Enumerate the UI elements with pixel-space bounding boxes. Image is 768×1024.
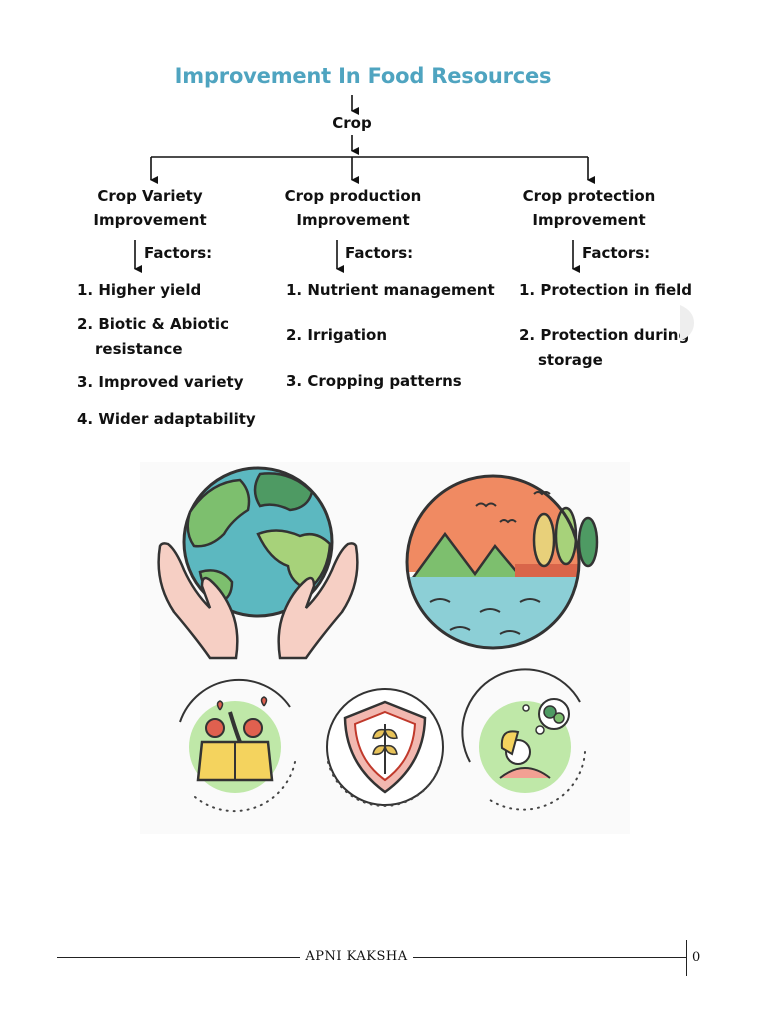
footer-rule-left [57,957,300,958]
branch-3-heading: Crop protection Improvement [508,184,670,232]
branch-2-heading-line-2: Improvement [296,211,410,229]
branch-1-item-2-cont: resistance [95,340,183,358]
branch-1-heading-line-2: Improvement [93,211,207,229]
root-node-crop: Crop [332,114,372,132]
branch-2-heading: Crop production Improvement [272,184,434,232]
branch-3-item-1: 1. Protection in field [519,281,693,299]
page-edge-tab [680,305,694,341]
footer-brand: APNI KAKSHA [305,949,408,964]
branch-1-item-2: 2. Biotic & Abiotic [77,315,229,333]
branch-1-item-4: 4. Wider adaptability [77,410,256,428]
branch-2-item-3: 3. Cropping patterns [286,372,462,390]
branch-1-heading: Crop Variety Improvement [80,184,220,232]
branch-3-heading-line-2: Improvement [532,211,646,229]
branch-2-factors-label: Factors: [345,244,414,262]
person-thinking-icon [461,668,586,811]
branch-3-item-2: 2. Protection during [519,326,690,344]
page-title: Improvement In Food Resources [174,64,552,88]
branch-3-factors-label: Factors: [582,244,651,262]
branch-1-item-3: 3. Improved variety [77,373,244,391]
branch-1-heading-line-1: Crop Variety [97,187,203,205]
branch-1-factors-label: Factors: [144,244,213,262]
page-number: 0 [692,950,701,965]
illustration-panel [140,462,630,834]
branch-2-item-1: 1. Nutrient management [286,281,495,299]
branch-2-heading-line-1: Crop production [284,187,422,205]
footer-divider [686,940,687,976]
tree-connectors [134,95,595,273]
produce-box-icon [179,678,296,813]
branch-2-item-2: 2. Irrigation [286,326,388,344]
branch-3-heading-line-1: Crop protection [522,187,656,205]
branch-1-item-1: 1. Higher yield [77,281,202,299]
wheat-shield-icon [326,688,444,807]
branch-3-item-2-cont: storage [538,351,603,369]
hands-holding-globe-icon [157,466,359,660]
footer-rule-right [413,957,686,958]
